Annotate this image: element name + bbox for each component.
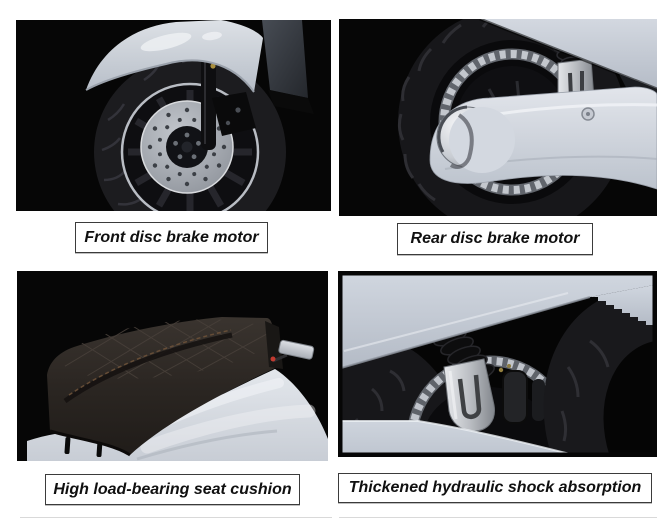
caption-text: High load-bearing seat cushion <box>53 480 292 498</box>
seat-handle <box>278 339 315 360</box>
divider-line-right <box>339 517 657 518</box>
hub-hardware <box>498 364 545 424</box>
hydraulic-shock-absorber-photo <box>338 271 657 457</box>
brake-caliper <box>212 92 256 136</box>
caption-seat-cushion: High load-bearing seat cushion <box>45 474 300 505</box>
caption-text: Thickened hydraulic shock absorption <box>348 479 642 496</box>
seat-cushion <box>47 310 275 457</box>
upper-body-panel <box>340 274 654 369</box>
rear-wheel-disc-brake-photo <box>339 19 657 216</box>
tire-right-arc <box>543 288 657 457</box>
caption-front-disc-brake: Front disc brake motor <box>75 222 268 253</box>
front-fender <box>85 20 263 93</box>
seat-cushion-photo <box>17 271 328 461</box>
red-indicator <box>270 356 276 362</box>
divider-line-left <box>20 517 332 518</box>
front-wheel-illustration <box>16 20 331 211</box>
side-panel <box>262 20 314 114</box>
seat-illustration <box>17 271 328 461</box>
swing-arm <box>429 86 657 190</box>
caption-rear-disc-brake: Rear disc brake motor <box>397 223 593 255</box>
shock-absorber-illustration <box>338 271 657 457</box>
seat-latch <box>265 321 315 369</box>
rear-wheel-illustration <box>339 19 657 216</box>
caption-text: Rear disc brake motor <box>410 230 580 247</box>
hydraulic-shock <box>433 327 495 432</box>
caption-text: Front disc brake motor <box>84 228 259 246</box>
front-disc-rotor <box>140 100 234 194</box>
gold-reflector <box>210 63 216 69</box>
lower-body-panel <box>341 420 571 457</box>
body-vent-slot <box>64 437 71 455</box>
photo-frame <box>338 271 657 457</box>
front-wheel-disc-brake-photo <box>16 20 331 211</box>
caption-shock-absorption: Thickened hydraulic shock absorption <box>338 473 652 503</box>
